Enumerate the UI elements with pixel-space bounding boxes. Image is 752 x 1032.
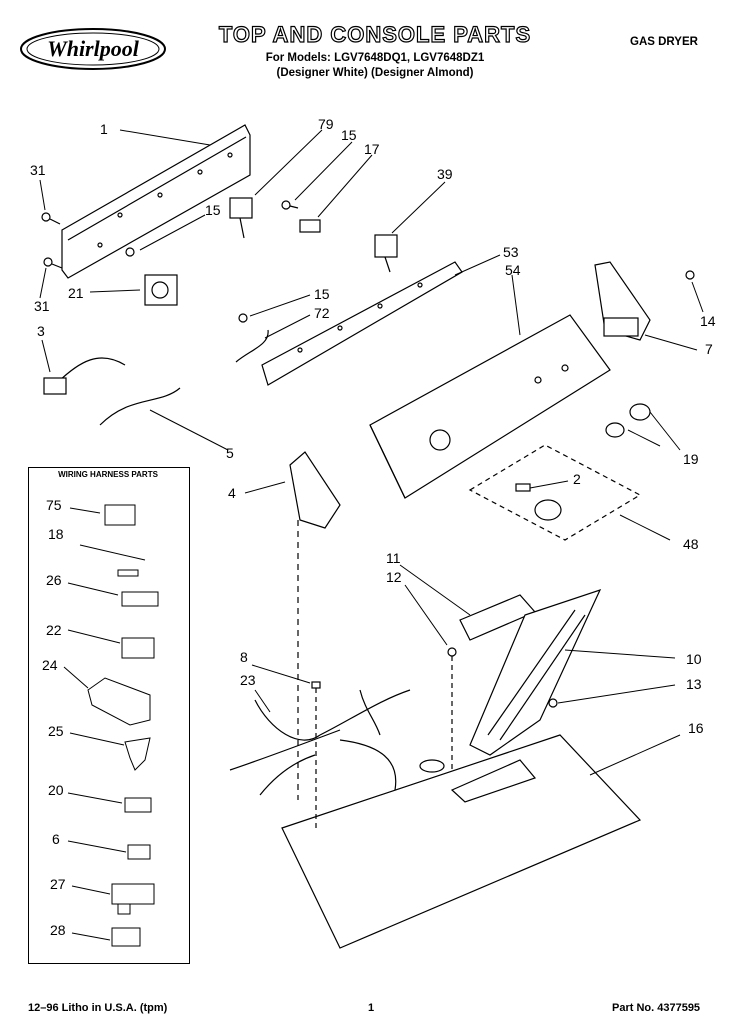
part-number: Part No. 4377595 bbox=[612, 1002, 701, 1014]
callout-10: 10 bbox=[686, 651, 702, 667]
pin-2 bbox=[515, 483, 531, 492]
callout-21: 21 bbox=[68, 285, 84, 301]
screw-31-top bbox=[41, 212, 61, 225]
callout-79: 79 bbox=[318, 116, 334, 132]
callout-16: 16 bbox=[688, 720, 704, 736]
end-cap-4 bbox=[289, 451, 341, 800]
legend-label-6: 6 bbox=[52, 831, 60, 847]
screw-14 bbox=[685, 270, 695, 280]
callout-8: 8 bbox=[240, 649, 248, 665]
screw-15-middle bbox=[125, 247, 135, 257]
callout-15-top: 15 bbox=[341, 127, 357, 143]
legend-label-18: 18 bbox=[48, 526, 64, 542]
callout-13: 13 bbox=[686, 676, 702, 692]
callout-12: 12 bbox=[386, 569, 402, 585]
legend-label-28: 28 bbox=[50, 922, 66, 938]
callout-5: 5 bbox=[226, 445, 234, 461]
callout-53: 53 bbox=[503, 244, 519, 260]
callout-54: 54 bbox=[505, 262, 521, 278]
callout-31-bottom: 31 bbox=[34, 298, 50, 314]
callout-14: 14 bbox=[700, 313, 716, 329]
timer-21 bbox=[144, 274, 178, 306]
main-harness-23 bbox=[229, 689, 411, 796]
screw-15-top bbox=[281, 200, 299, 210]
legend-label-24: 24 bbox=[42, 657, 58, 673]
console-54 bbox=[369, 314, 611, 499]
wire-72 bbox=[235, 329, 269, 363]
legend-part-28 bbox=[111, 927, 141, 947]
harness-5 bbox=[99, 387, 181, 426]
end-cap-7 bbox=[594, 261, 651, 341]
print-info: 12–96 Litho in U.S.A. (tpm) bbox=[28, 1002, 168, 1014]
legend-label-25: 25 bbox=[48, 723, 64, 739]
callout-4: 4 bbox=[228, 485, 236, 501]
callout-15-lower: 15 bbox=[314, 286, 330, 302]
legend-label-75: 75 bbox=[46, 497, 62, 513]
legend-part-20 bbox=[124, 797, 152, 813]
variants-line: (Designer White) (Designer Almond) bbox=[276, 67, 474, 79]
callout-3: 3 bbox=[37, 323, 45, 339]
callout-2: 2 bbox=[573, 471, 581, 487]
callout-39: 39 bbox=[437, 166, 453, 182]
legend-part-26 bbox=[121, 591, 159, 607]
whirlpool-logo: Whirlpool bbox=[18, 26, 168, 72]
legend-part-6 bbox=[127, 844, 151, 860]
screw-13 bbox=[548, 698, 558, 708]
legend-label-26: 26 bbox=[46, 572, 62, 588]
console-bracket-53 bbox=[261, 261, 463, 386]
clip-8 bbox=[311, 681, 321, 830]
knobs-19 bbox=[605, 403, 651, 438]
screw-15-lower bbox=[238, 313, 248, 323]
connector-17 bbox=[299, 219, 321, 233]
screw-12 bbox=[447, 647, 457, 790]
legend-label-22: 22 bbox=[46, 622, 62, 638]
whirlpool-logo-graphic: Whirlpool bbox=[20, 28, 166, 70]
legend-title: WIRING HARNESS PARTS bbox=[58, 470, 158, 479]
connector-3 bbox=[43, 377, 67, 395]
legend-part-24 bbox=[87, 677, 151, 726]
legend-part-22 bbox=[121, 637, 155, 659]
callout-31-top: 31 bbox=[30, 162, 46, 178]
callout-1: 1 bbox=[100, 121, 108, 137]
legend-part-18 bbox=[79, 544, 146, 577]
lint-grille-10 bbox=[469, 588, 602, 756]
callout-17: 17 bbox=[364, 141, 380, 157]
legend-part-75 bbox=[104, 504, 136, 526]
callout-11: 11 bbox=[386, 550, 401, 566]
legend-part-25 bbox=[124, 737, 151, 771]
page-number: 1 bbox=[368, 1002, 375, 1014]
page-title: TOP AND CONSOLE PARTS bbox=[218, 21, 532, 47]
switch-39 bbox=[374, 234, 398, 273]
callout-7: 7 bbox=[705, 341, 713, 357]
models-line: For Models: LGV7648DQ1, LGV7648DZ1 bbox=[265, 52, 485, 64]
screw-31-bottom bbox=[43, 257, 63, 269]
callout-15-mid: 15 bbox=[205, 202, 221, 218]
callout-48: 48 bbox=[683, 536, 699, 552]
legend-part-27 bbox=[111, 883, 155, 915]
knob-48-assembly bbox=[468, 444, 642, 541]
product-type: GAS DRYER bbox=[630, 36, 698, 48]
legend-label-20: 20 bbox=[48, 782, 64, 798]
switch-79 bbox=[229, 197, 253, 239]
legend-label-27: 27 bbox=[50, 876, 66, 892]
callout-23: 23 bbox=[240, 672, 256, 688]
control-panel-part bbox=[61, 124, 251, 279]
top-16 bbox=[281, 734, 642, 949]
wiring-harness-legend bbox=[28, 467, 190, 964]
callout-19: 19 bbox=[683, 451, 699, 467]
brand-name: Whirlpool bbox=[47, 36, 140, 61]
callout-72: 72 bbox=[314, 305, 330, 321]
